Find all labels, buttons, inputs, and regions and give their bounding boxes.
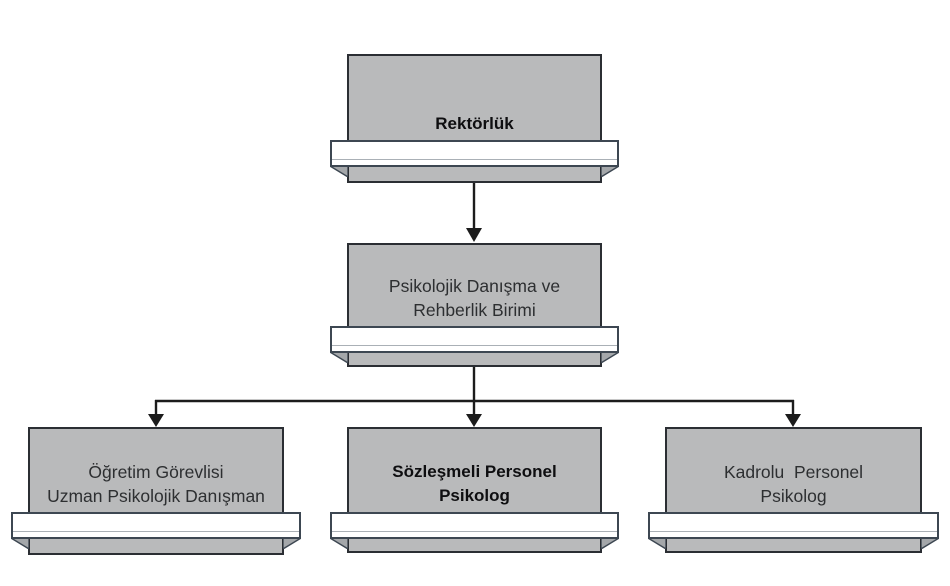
ribbon-fold-left-icon bbox=[648, 538, 666, 549]
org-node-label: Kadrolu Personel Psikolog bbox=[723, 462, 864, 506]
ribbon-banner bbox=[330, 326, 619, 353]
org-node-label-zone: Sözleşmeli Personel Psikolog bbox=[349, 427, 600, 512]
ribbon-banner-fold-line bbox=[332, 345, 617, 346]
ribbon-banner bbox=[330, 140, 619, 167]
edge-pdr-ogretim-arrowhead bbox=[148, 414, 164, 427]
org-node-label: Öğretim Görevlisi Uzman Psikolojik Danış… bbox=[47, 462, 265, 506]
org-node-ogretim-gorevlisi: Öğretim Görevlisi Uzman Psikolojik Danış… bbox=[11, 427, 301, 555]
edge-pdr-kadrolu-arrowhead bbox=[785, 414, 801, 427]
org-node-sozlesmeli-personel: Sözleşmeli Personel Psikolog bbox=[330, 427, 619, 553]
ribbon-fold-right-icon bbox=[283, 538, 301, 549]
ribbon-banner-fold-line bbox=[13, 531, 299, 532]
ribbon-banner bbox=[648, 512, 939, 539]
ribbon-fold-left-icon bbox=[330, 166, 348, 177]
ribbon-fold-left-icon bbox=[330, 538, 348, 549]
org-node-label: Psikolojik Danışma ve Rehberlik Birimi bbox=[388, 276, 561, 320]
ribbon-fold-right-icon bbox=[601, 352, 619, 363]
org-node-label-zone: Kadrolu Personel Psikolog bbox=[667, 427, 920, 512]
ribbon-fold-right-icon bbox=[601, 166, 619, 177]
org-node-rektorluk: Rektörlük bbox=[330, 54, 619, 183]
org-node-label-zone: Rektörlük bbox=[349, 54, 600, 140]
edge-pdr-sozlesmeli-arrowhead bbox=[466, 414, 482, 427]
org-node-label-zone: Öğretim Görevlisi Uzman Psikolojik Danış… bbox=[30, 427, 282, 512]
ribbon-banner-fold-line bbox=[650, 531, 937, 532]
ribbon-banner bbox=[330, 512, 619, 539]
ribbon-banner-fold-line bbox=[332, 159, 617, 160]
edge-rektorluk-pdr-arrowhead bbox=[466, 228, 482, 242]
ribbon-fold-left-icon bbox=[330, 352, 348, 363]
ribbon-fold-left-icon bbox=[11, 538, 29, 549]
org-node-pdr-birimi: Psikolojik Danışma ve Rehberlik Birimi bbox=[330, 243, 619, 367]
ribbon-fold-right-icon bbox=[921, 538, 939, 549]
org-node-label-zone: Psikolojik Danışma ve Rehberlik Birimi bbox=[349, 243, 600, 326]
ribbon-banner-fold-line bbox=[332, 531, 617, 532]
ribbon-banner bbox=[11, 512, 301, 539]
org-node-label: Sözleşmeli Personel Psikolog bbox=[392, 462, 557, 505]
org-node-kadrolu-personel: Kadrolu Personel Psikolog bbox=[648, 427, 939, 553]
ribbon-fold-right-icon bbox=[601, 538, 619, 549]
org-node-label: Rektörlük bbox=[435, 114, 514, 133]
